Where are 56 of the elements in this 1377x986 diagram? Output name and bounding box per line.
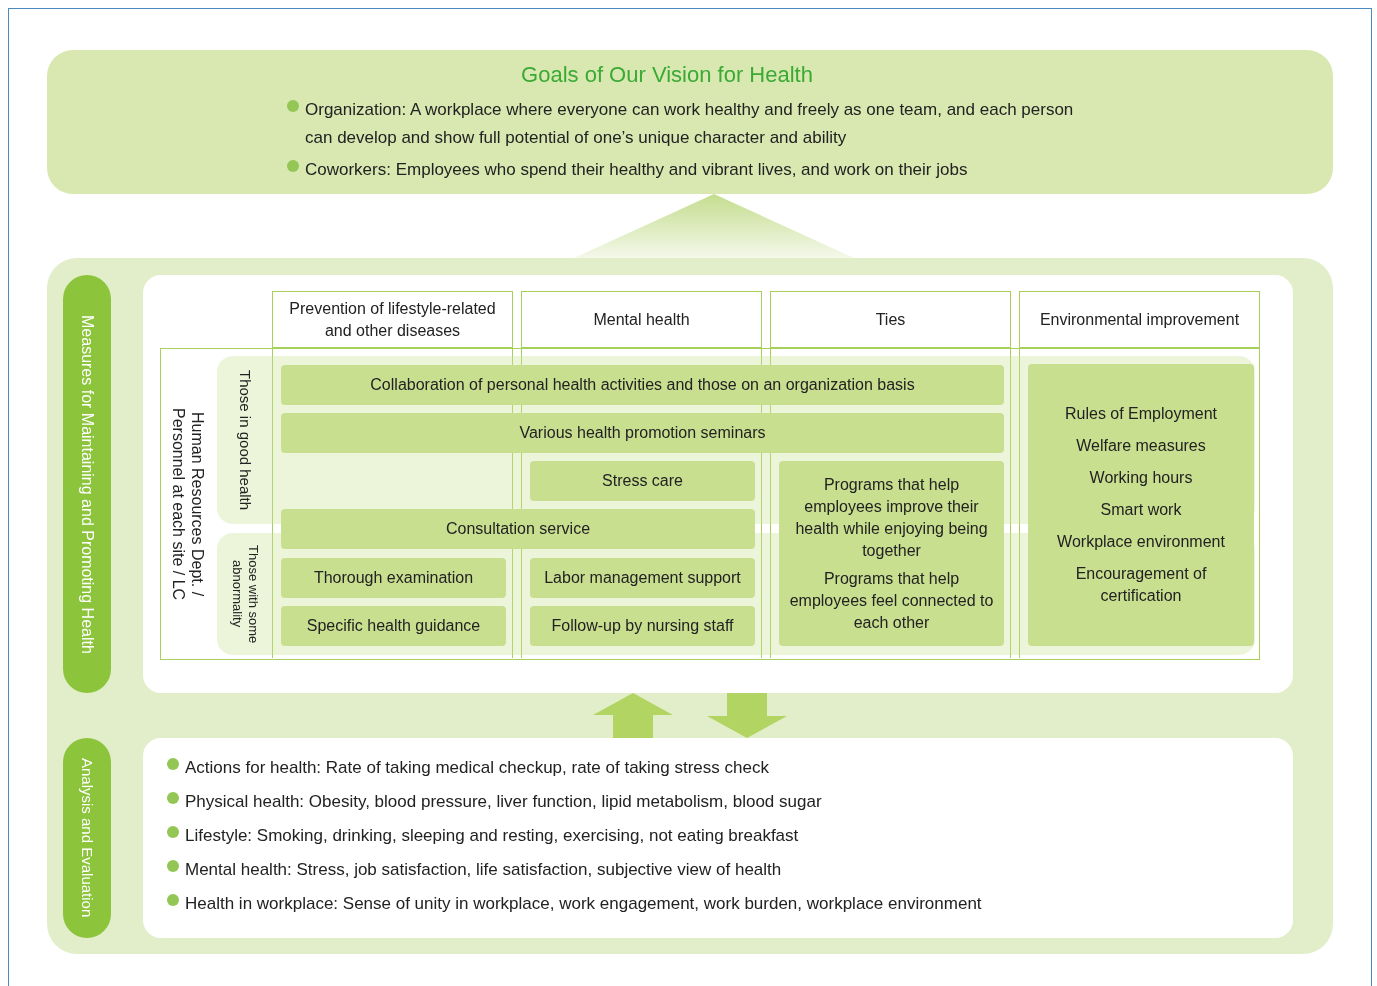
row-label: Those in good health xyxy=(236,369,254,511)
measure-label: Workplace environment xyxy=(1056,532,1226,552)
measure-box xyxy=(281,558,506,598)
bullet-text: Organization: A workplace where everyone can work healthy and freely as one team, and each person can develop and show full potential of one’s unique character and ability xyxy=(305,99,1075,149)
bullet-text: Health in workplace: Sense of unity in workplace, work engagement, work burden, workplace environment xyxy=(185,893,982,915)
arrow xyxy=(574,194,854,258)
column-header xyxy=(521,291,762,348)
header-label: Prevention of lifestyle-related and other diseases xyxy=(288,298,497,341)
arrow xyxy=(707,693,787,738)
header-label: Ties xyxy=(874,309,907,330)
measure-box xyxy=(530,606,755,646)
measure-box xyxy=(779,461,1004,646)
measure-label: Welfare measures xyxy=(1075,436,1207,456)
measure-label: Thorough examination xyxy=(312,568,475,588)
measure-label: Labor management support xyxy=(543,568,742,588)
measure-label: Working hours xyxy=(1088,468,1194,488)
measure-box xyxy=(281,413,1004,453)
content-panel xyxy=(143,738,1293,938)
measure-label: Programs that help employees improve their health while enjoying being together xyxy=(794,474,989,561)
measure-label: Rules of Employment xyxy=(1063,404,1219,424)
measure-box xyxy=(281,606,506,646)
section-tab xyxy=(63,275,111,693)
measure-label: Programs that help employees feel connected to each other xyxy=(788,568,995,633)
section-background xyxy=(47,258,1333,954)
measure-box xyxy=(281,509,755,549)
content-panel xyxy=(143,275,1293,693)
tab-label: Measures for Maintaining and Promoting Health xyxy=(78,313,97,656)
measure-label: Follow-up by nursing staff xyxy=(550,616,735,636)
measure-label: Smart work xyxy=(1099,500,1183,520)
measure-label: Various health promotion seminars xyxy=(518,423,767,443)
column-header xyxy=(1019,291,1260,348)
section-tab xyxy=(63,738,111,938)
measure-box xyxy=(281,365,1004,405)
bullet-text: Lifestyle: Smoking, drinking, sleeping and resting, exercising, not eating breakfast xyxy=(185,825,799,847)
panel-title: Goals of Our Vision for Health xyxy=(520,61,814,89)
arrow xyxy=(593,693,673,738)
bullet-text: Actions for health: Rate of taking medical checkup, rate of taking stress check xyxy=(185,757,769,779)
matrix-frame xyxy=(160,348,1260,660)
measure-label: Stress care xyxy=(601,471,684,491)
tab-label: Analysis and Evaluation xyxy=(78,757,97,920)
bullet-text: Physical health: Obesity, blood pressure, liver function, lipid metabolism, blood sugar xyxy=(185,791,822,813)
row-label: Human Resources Dept. / Personnel at each site / LC xyxy=(169,406,207,603)
measure-label: Collaboration of personal health activities and those on an organization basis xyxy=(369,375,916,395)
column-header xyxy=(770,291,1011,348)
measure-box xyxy=(530,558,755,598)
measure-box xyxy=(530,461,755,501)
bullet-text: Coworkers: Employees who spend their healthy and vibrant lives, and work on their jobs xyxy=(305,159,968,181)
header-label: Mental health xyxy=(592,309,691,330)
row-label: Those with some abnormality xyxy=(229,543,261,646)
header-label: Environmental improvement xyxy=(1038,309,1241,330)
bullet-text: Mental health: Stress, job satisfaction, life satisfaction, subjective view of health xyxy=(185,859,782,881)
column-header xyxy=(272,291,513,348)
measure-label: Consultation service xyxy=(444,519,592,539)
goal-panel xyxy=(47,50,1333,194)
measure-label: Specific health guidance xyxy=(305,616,482,636)
measure-label: Encouragement of certification xyxy=(1074,564,1208,606)
